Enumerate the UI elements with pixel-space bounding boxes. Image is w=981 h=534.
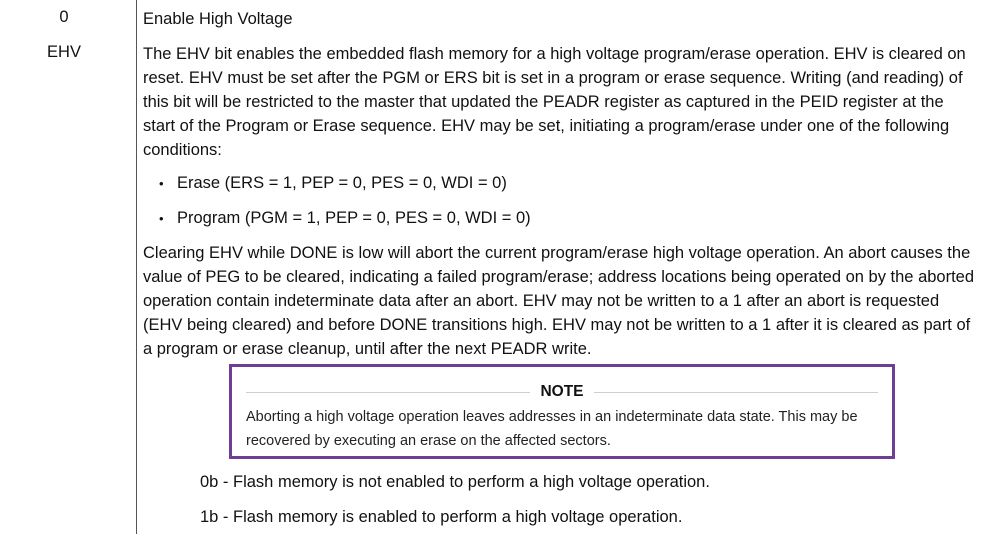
note-text: Aborting a high voltage operation leaves… bbox=[246, 409, 858, 449]
note-heading: NOTE bbox=[232, 383, 892, 401]
value-description: 0b - Flash memory is not enabled to perf… bbox=[200, 473, 710, 491]
column-divider bbox=[136, 0, 137, 534]
field-name: EHV bbox=[47, 43, 81, 61]
bullet-icon: • bbox=[159, 211, 164, 226]
description-paragraph: Clearing EHV while DONE is low will abor… bbox=[143, 244, 975, 358]
list-item: • Erase (ERS = 1, PEP = 0, PES = 0, WDI =… bbox=[159, 171, 507, 196]
field-title: Enable High Voltage bbox=[143, 10, 293, 28]
note-box: NOTE Aborting a high voltage operation l… bbox=[229, 364, 895, 459]
list-item: • Program (PGM = 1, PEP = 0, PES = 0, WDI… bbox=[159, 206, 531, 231]
value-description: 1b - Flash memory is enabled to perform … bbox=[200, 508, 683, 526]
bullet-icon: • bbox=[159, 176, 164, 191]
description-paragraph: The EHV bit enables the embedded flash m… bbox=[143, 45, 966, 159]
list-item-text: Erase (ERS = 1, PEP = 0, PES = 0, WDI = … bbox=[177, 174, 507, 192]
note-heading-text: NOTE bbox=[530, 383, 594, 400]
field-column: 0 EHV bbox=[0, 0, 136, 534]
list-item-text: Program (PGM = 1, PEP = 0, PES = 0, WDI … bbox=[177, 209, 531, 227]
field-bit-number: 0 bbox=[59, 8, 69, 26]
